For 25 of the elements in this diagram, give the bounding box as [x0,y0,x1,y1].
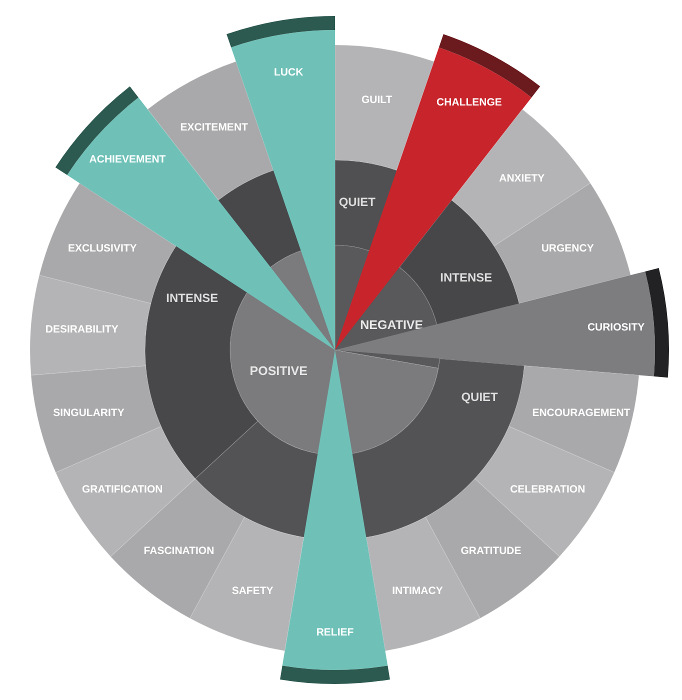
segment-label: RELIEF [316,626,354,639]
segment-label: ACHIEVEMENT [89,154,166,166]
segment-label: GRATIFICATION [82,484,163,496]
segment-label: FASCINATION [144,545,214,558]
segment-label: CHALLENGE [436,96,502,109]
segment-label: EXCITEMENT [180,121,248,134]
segment-label: QUIET [338,194,376,209]
segment-label: CURIOSITY [587,321,645,334]
segment-label: URGENCY [541,242,594,255]
segment-label: DESIRABILITY [45,324,118,336]
segment-label: INTENSE [166,291,218,306]
segment-label: GUILT [361,94,392,106]
segment-label: CELEBRATION [510,484,586,496]
segment-label: GRATITUDE [460,545,522,558]
segment-label: QUIET [461,390,498,404]
segment-label: ENCOURAGEMENT [532,407,630,420]
segment-label: SINGULARITY [53,407,124,420]
segment-label: ANXIETY [499,172,545,185]
segment-label: INTIMACY [392,584,443,597]
segment-label: LUCK [274,66,304,79]
segment-label: POSITIVE [250,364,308,378]
segment-label: NEGATIVE [360,318,424,332]
segment-label: SAFETY [232,584,274,597]
segment-label: INTENSE [440,270,492,284]
segment-label: EXCLUSIVITY [68,242,137,255]
